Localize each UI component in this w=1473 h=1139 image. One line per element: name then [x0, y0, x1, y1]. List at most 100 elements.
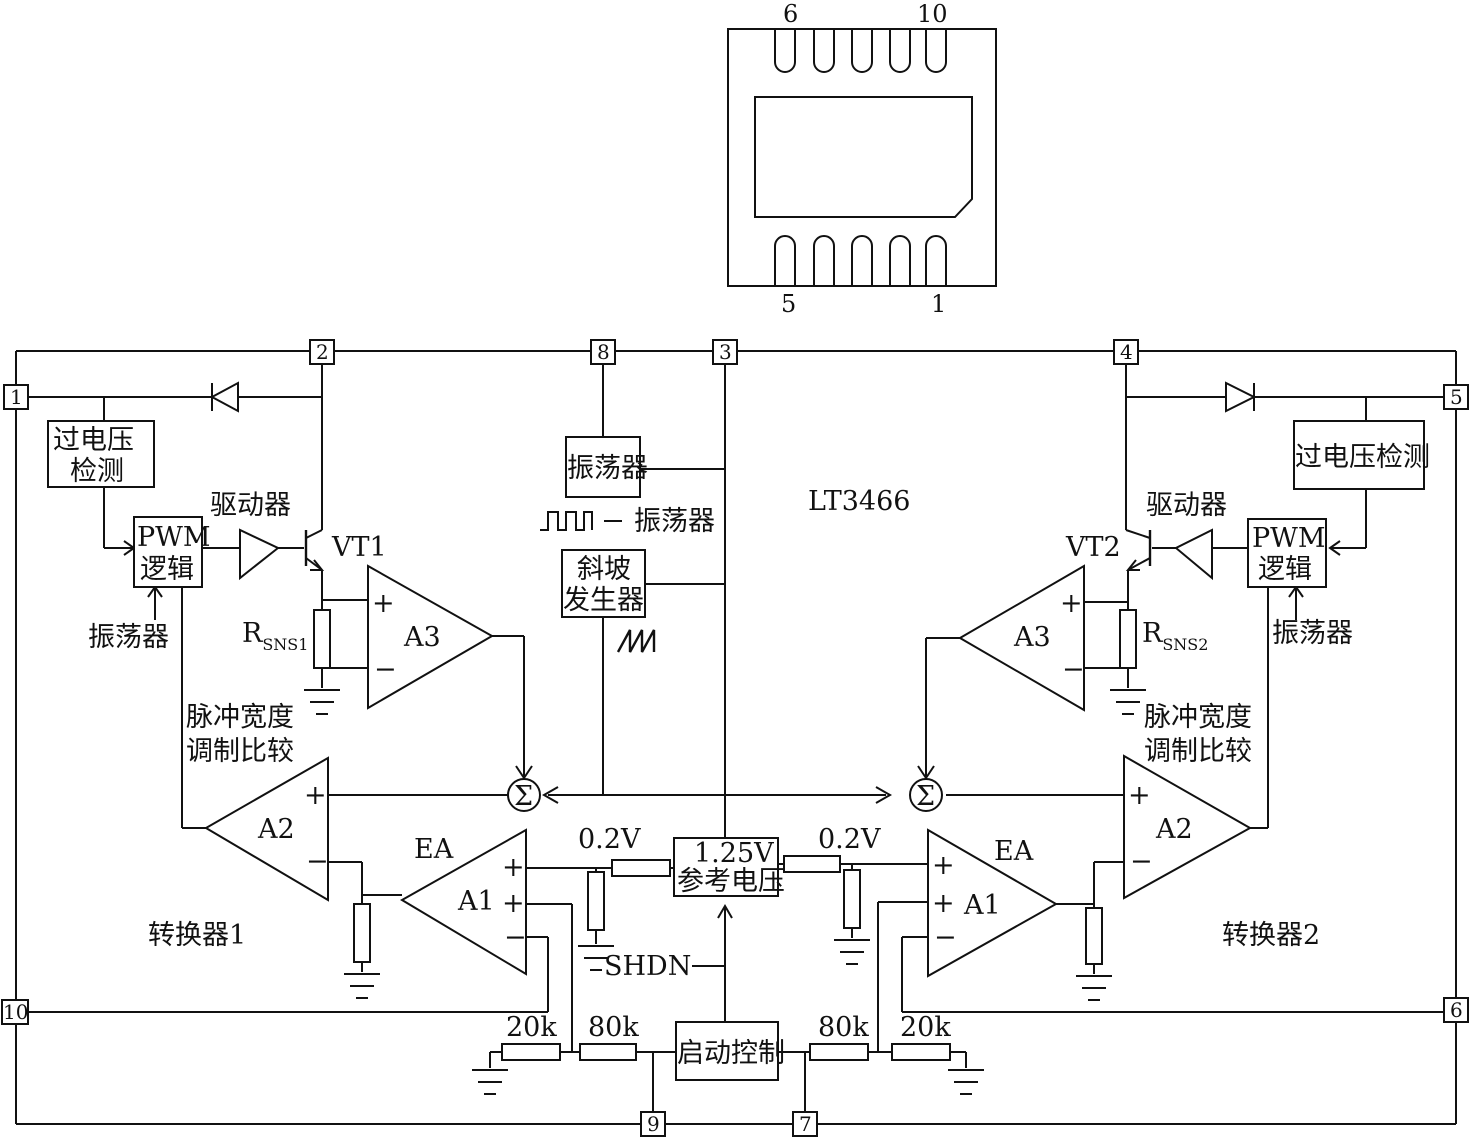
svg-text:10: 10: [3, 1000, 28, 1024]
svg-text:A3: A3: [403, 622, 441, 653]
opamp-a1-right: A1 + + −: [927, 828, 1059, 978]
svg-text:−: −: [1062, 654, 1085, 685]
svg-text:1.25V: 1.25V: [694, 838, 774, 869]
svg-text:Σ: Σ: [916, 781, 935, 812]
chip-name: LT3466: [808, 486, 910, 517]
svg-text:A1: A1: [963, 890, 1001, 921]
pwm-compare-right-line1: 脉冲宽度: [1144, 702, 1252, 733]
right-wires: [778, 364, 1444, 1112]
ramp-generator-box: 斜坡 发生器: [561, 549, 646, 618]
svg-text:PWM: PWM: [137, 522, 211, 553]
svg-text:A2: A2: [1155, 814, 1193, 845]
svg-text:−: −: [1130, 846, 1153, 877]
pin-7: 7: [792, 1111, 818, 1137]
opamp-a2-left: A2 + −: [204, 756, 329, 902]
pin-1: 1: [3, 384, 29, 410]
resistor-right-comp: [1085, 907, 1103, 965]
r20k-right-label: 20k: [900, 1012, 951, 1043]
opamp-a3-right: A3 + −: [958, 564, 1085, 712]
pin-3: 3: [712, 339, 738, 365]
pwm-logic-left: PWM 逻辑: [133, 516, 211, 588]
svg-text:9: 9: [647, 1112, 660, 1136]
resistor-left-20k: [501, 1043, 561, 1061]
pin-5: 5: [1443, 384, 1469, 410]
resistor-left-comp: [353, 903, 371, 963]
svg-text:启动控制: 启动控制: [677, 1038, 785, 1069]
sum-right-icon: Σ: [875, 765, 943, 812]
svg-text:Σ: Σ: [514, 781, 533, 812]
svg-text:A1: A1: [457, 886, 495, 917]
square-wave-icon: [540, 511, 593, 531]
package-pin-5-label: 5: [781, 290, 796, 318]
rsns1-label: RSNS1: [242, 618, 308, 654]
svg-text:振荡器: 振荡器: [567, 453, 648, 484]
reference-box: 1.25V 参考电压: [673, 837, 785, 897]
svg-text:A3: A3: [1013, 622, 1051, 653]
r80k-left-label: 80k: [588, 1012, 639, 1043]
resistor-right-20k: [891, 1043, 951, 1061]
startup-control-box: 启动控制: [675, 1021, 785, 1081]
svg-text:5: 5: [1450, 385, 1463, 409]
resistor-left-0v2: [611, 859, 671, 877]
sawtooth-wave-icon: [616, 629, 656, 653]
svg-text:+: +: [932, 888, 955, 919]
svg-text:6: 6: [1450, 998, 1463, 1022]
svg-text:过电压检测: 过电压检测: [1295, 442, 1430, 473]
emitter-arrow-right: [1125, 559, 1140, 571]
svg-text:+: +: [1060, 588, 1083, 619]
converter1-label: 转换器1: [148, 920, 246, 951]
resistor-right-vdiv: [843, 869, 861, 929]
ea-right-label: EA: [994, 836, 1034, 867]
center-wires: [548, 364, 886, 1022]
pin-9: 9: [640, 1111, 666, 1137]
v02-left-label: 0.2V: [578, 824, 641, 855]
package-pin-10-label: 10: [917, 0, 948, 28]
pwm-logic-right: PWM 逻辑: [1247, 518, 1327, 588]
svg-text:+: +: [502, 852, 525, 883]
driver-right-icon: [1174, 528, 1213, 581]
package-pin-6-label: 6: [783, 0, 798, 28]
resistor-left-vdiv: [587, 871, 605, 931]
svg-text:−: −: [934, 922, 957, 953]
sum-left-icon: Σ: [507, 765, 559, 812]
r80k-right-label: 80k: [818, 1012, 869, 1043]
shdn-label: SHDN: [604, 951, 691, 982]
pin-4: 4: [1113, 339, 1139, 365]
svg-text:逻辑: 逻辑: [1258, 554, 1312, 585]
osc-in-right-label: 振荡器: [1272, 618, 1353, 649]
driver-right-label: 驱动器: [1146, 490, 1227, 521]
exposed-pad: [754, 96, 973, 218]
opamp-a1-left: A1 + + −: [400, 828, 527, 976]
package-drawing: 6 10 5 1: [727, 0, 997, 318]
resistor-rsns1: [313, 609, 331, 669]
pwm-compare-right-line2: 调制比较: [1144, 736, 1252, 767]
ovp-detect-left: 过电压 检测: [47, 420, 155, 488]
svg-text:逻辑: 逻辑: [140, 554, 194, 585]
svg-text:A2: A2: [257, 814, 295, 845]
svg-text:检测: 检测: [70, 456, 124, 487]
package-pin-1-label: 1: [931, 290, 946, 318]
osc-out-label: 振荡器: [634, 506, 715, 537]
package-body: [727, 28, 997, 287]
vt2-label: VT2: [1065, 532, 1121, 563]
rsns2-label: RSNS2: [1142, 618, 1208, 654]
pwm-compare-left-line1: 脉冲宽度: [186, 702, 294, 733]
oscillator-box: 振荡器: [565, 436, 648, 498]
svg-text:PWM: PWM: [1252, 523, 1326, 554]
ground-symbols: [304, 689, 1146, 1095]
svg-text:发生器: 发生器: [563, 585, 644, 616]
svg-text:斜坡: 斜坡: [577, 554, 631, 585]
pin-2: 2: [309, 339, 335, 365]
ovp-detect-right: 过电压检测: [1293, 420, 1430, 490]
svg-text:+: +: [932, 850, 955, 881]
resistor-right-0v2: [783, 855, 841, 873]
ea-left-label: EA: [414, 834, 454, 865]
osc-in-left-label: 振荡器: [88, 622, 169, 653]
converter2-label: 转换器2: [1222, 920, 1320, 951]
diode-left-icon: [209, 381, 239, 413]
driver-left-label: 驱动器: [210, 490, 291, 521]
svg-text:2: 2: [316, 340, 329, 364]
resistor-right-80k: [809, 1043, 869, 1061]
pin-6: 6: [1443, 997, 1469, 1023]
